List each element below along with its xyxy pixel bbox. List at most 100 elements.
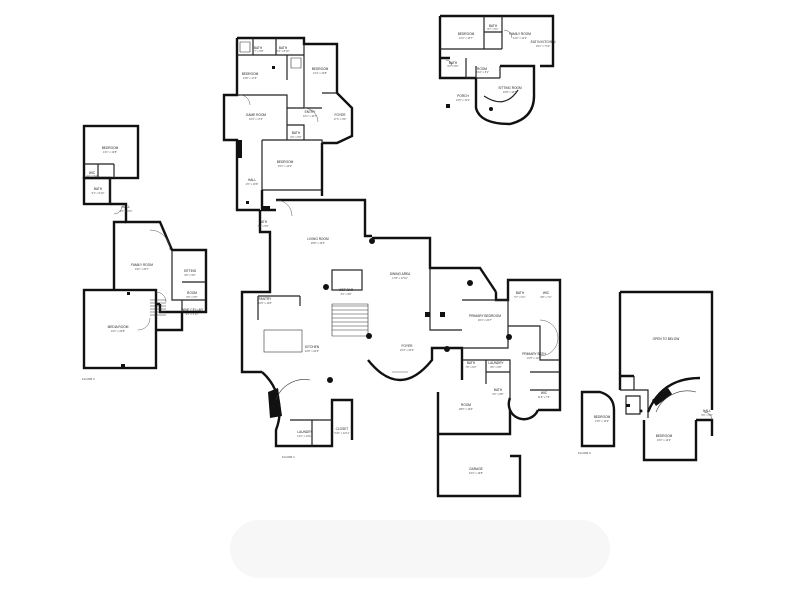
room-dims: 5'10" x 12'11" — [334, 431, 350, 435]
room-label: LIVING ROOM — [307, 237, 329, 241]
room-dims: 5'7" x 5'1" — [514, 295, 525, 299]
room-label: KITCHEN — [305, 345, 320, 349]
floor-0-labels: OPEN TO BELOW BEDROOM 13'5" x 16'9" HALL… — [578, 337, 713, 455]
room-dims: 19'1" x 7'10" — [536, 44, 550, 48]
room-label: FOYER — [402, 344, 414, 348]
room-dims: 9'5" x 5'10" — [186, 312, 199, 316]
room-dims: 17'4" x 9'6" — [334, 117, 347, 121]
room-label: FAMILY ROOM — [509, 32, 531, 36]
floor-3-labels: BEDROOM 12'2" x 15'7" BATH 8'7" x 5'1" F… — [447, 24, 556, 102]
room-dims: 10'6" x 11'8" — [258, 301, 272, 305]
room-dims: 13'1" x 13'8" — [103, 150, 117, 154]
room-label: BATH — [516, 291, 525, 295]
room-label: PRIMARY BATH — [522, 352, 546, 356]
room-dims: 9'8" x 7'2" — [540, 295, 551, 299]
room-label: BEDROOM — [312, 67, 329, 71]
room-dims: 5'7" x 5'8" — [252, 49, 263, 53]
room-dims: 5'0" x 5'9" — [701, 413, 712, 417]
room-label: BEDROOM — [102, 146, 119, 150]
room-label: LAUNDRY — [488, 361, 504, 365]
room-dims: 7'8" x 8'2" — [465, 365, 476, 369]
room-dims: 13'4" x 13'8" — [313, 71, 327, 75]
room-dims: 6'6" x 8'8" — [492, 392, 503, 396]
room-dims: 9'9" x 9'9" — [184, 273, 195, 277]
room-dims: 7'1" x 5'6" — [257, 224, 268, 228]
room-dims: 16'8" x 10'5" — [503, 90, 517, 94]
floor-3-plan — [438, 14, 555, 126]
room-label: BATH — [259, 220, 268, 224]
floor-label: FLOOR 2 — [82, 377, 95, 381]
room-dims: 4'4" x 5'4" — [86, 174, 97, 178]
room-label: GARAGE — [469, 467, 483, 471]
room-dims: 13'5" x 11'3" — [456, 98, 470, 102]
room-dims: 9'1" x 5'10" — [92, 191, 105, 195]
room-label: BATH — [467, 361, 476, 365]
room-label: PRIMARY BEDROOM — [469, 314, 501, 318]
room-label: BEDROOM — [656, 434, 673, 438]
room-dims: 13'2" x 10'10" — [297, 434, 313, 438]
floor-0-plan — [580, 290, 714, 462]
room-label: MEDIA ROOM — [108, 325, 129, 329]
room-label: HALL — [703, 409, 711, 413]
room-dims: 20'4" x 20'7" — [478, 318, 492, 322]
room-dims: 5'2" x 8'0" — [447, 64, 458, 68]
room-label: OPEN TO BELOW — [653, 337, 680, 341]
room-label: PORCH — [457, 94, 469, 98]
room-dims: 13'5" x 16'9" — [595, 419, 609, 423]
room-dims: 19'2" x 20'7" — [135, 267, 149, 271]
room-label: GAME ROOM — [246, 113, 267, 117]
room-dims: 34'4" x 19'8" — [469, 471, 483, 475]
room-dims: 10'1" x 10'7" — [303, 114, 317, 118]
room-dims: 6'6" x 13'4" — [120, 209, 133, 213]
floor-label: FLOOR 0 — [578, 451, 591, 455]
room-label: BEDROOM — [277, 160, 294, 164]
floor-1-labels: BATH 5'7" x 5'8" BATH 6'3" x 8'10" BEDRO… — [242, 46, 552, 475]
room-dims: 11'10" x 5'1" — [475, 70, 489, 74]
room-dims: 8'6" x 5'8" — [490, 365, 501, 369]
room-label: ROOM — [187, 291, 197, 295]
room-dims: 28'6" x 19'6" — [459, 407, 473, 411]
room-label: WIC — [89, 171, 96, 175]
room-label: ENTRY — [305, 110, 317, 114]
room-dims: 16'3" x 20'3" — [400, 348, 414, 352]
room-label: BATH — [494, 388, 503, 392]
room-label: FOYER — [335, 113, 347, 117]
room-dims: 22'8" x 20'6" — [305, 349, 319, 353]
room-label: BEDROOM — [458, 32, 475, 36]
room-label: FAMILY ROOM — [131, 263, 153, 267]
room-label: EAT IN KITCHEN — [531, 40, 557, 44]
floor-2-labels: BEDROOM 13'1" x 13'8" BATH 9'1" x 5'10" … — [82, 146, 204, 381]
room-label: HALL — [248, 178, 256, 182]
room-label: BATH — [279, 46, 288, 50]
room-dims: 12'2" x 15'7" — [459, 36, 473, 40]
room-label: ROOM — [461, 403, 471, 407]
room-dims: 4'6" x 16'8" — [246, 182, 259, 186]
room-dims: 11'6" x 7'4" — [538, 395, 551, 399]
room-label: SITTING ROOM — [498, 86, 522, 90]
room-dims: 13'8" x 17'6" — [243, 76, 257, 80]
room-dims: 21'5" x 11'6" — [527, 356, 541, 360]
room-dims: 4'3" x 9'8" — [340, 292, 351, 296]
room-dims: 16'4" x 17'6" — [249, 117, 263, 121]
room-label: BATH — [489, 24, 498, 28]
room-dims: 8'7" x 5'1" — [487, 27, 498, 31]
room-dims: 17'8" x 17'10" — [392, 276, 408, 280]
room-dims: 9'2" x 5'6" — [290, 135, 301, 139]
room-label: HALL — [122, 205, 130, 209]
room-label: WET BAR — [339, 288, 354, 292]
room-dims: 19'1" x 20'8" — [111, 329, 125, 333]
room-dims: 6'3" x 8'10" — [277, 49, 290, 53]
room-label: BATH — [292, 131, 301, 135]
room-label: LAUNDRY — [297, 430, 313, 434]
floor-label: FLOOR 1 — [282, 455, 295, 459]
floor-2-plan — [82, 124, 208, 370]
room-dims: 9'5" x 5'5" — [186, 295, 197, 299]
room-label: BEDROOM — [242, 72, 259, 76]
room-dims: 26'8" x 15'0" — [311, 241, 325, 245]
room-label: DINING AREA — [390, 272, 411, 276]
ground-shadow — [230, 520, 610, 578]
room-label: ROOM — [477, 67, 487, 71]
room-label: WIC — [543, 291, 550, 295]
room-label: SITTING — [184, 269, 197, 273]
